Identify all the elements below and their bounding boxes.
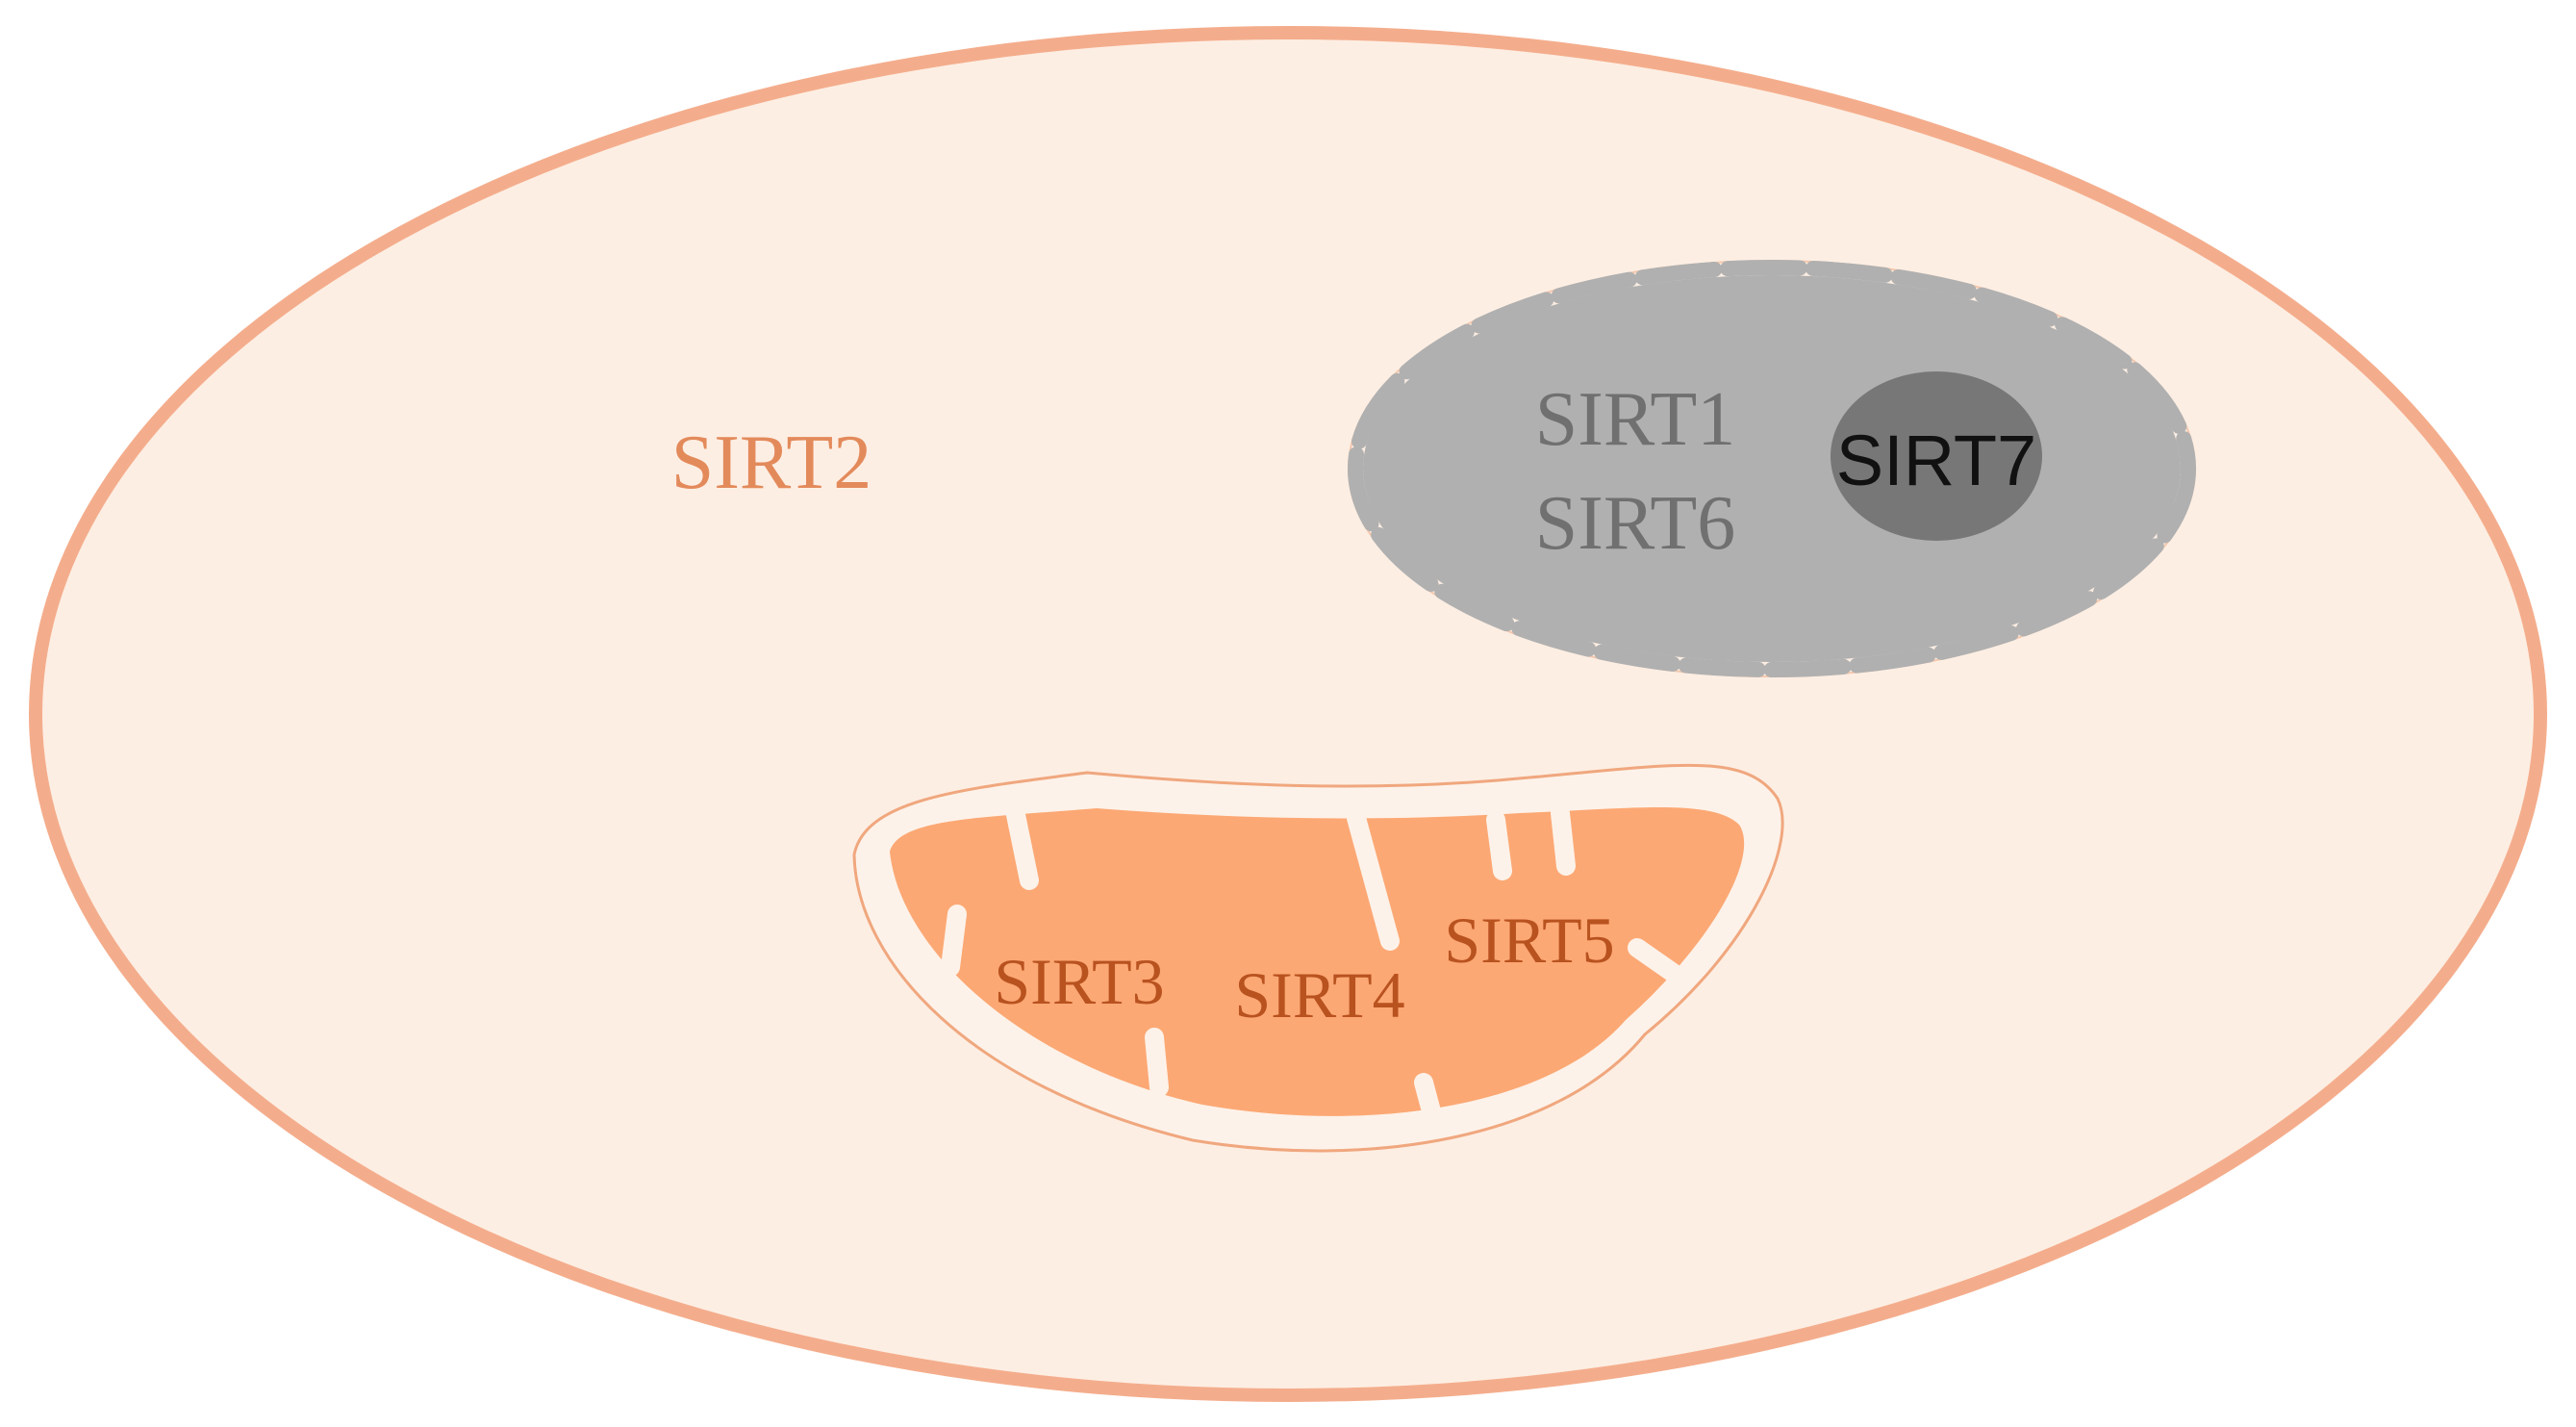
mitochondrion-label-sirt4: SIRT4 [1234, 958, 1404, 1032]
crista [941, 905, 967, 977]
crista [1486, 810, 1512, 880]
mitochondrion-label-sirt3: SIRT3 [994, 945, 1164, 1018]
nucleolus-label-sirt7: SIRT7 [1836, 420, 2036, 500]
crista [1628, 938, 1688, 986]
nucleus-label-sirt6: SIRT6 [1535, 481, 1736, 566]
crista [1414, 1073, 1445, 1135]
mitochondrion-matrix [890, 806, 1745, 1116]
nucleoplasm [1363, 275, 2181, 662]
cell-membrane [29, 26, 2547, 1402]
crista [1347, 808, 1400, 951]
cytoplasm-label-sirt2: SIRT2 [671, 420, 872, 505]
mitochondrion-label-sirt5: SIRT5 [1444, 904, 1614, 977]
crista [1145, 1028, 1169, 1097]
nucleolus-body [1831, 371, 2042, 541]
nucleus: SIRT1 SIRT6 [1348, 260, 2196, 677]
nuclear-envelope-membrane [1348, 260, 2196, 677]
crista [1005, 801, 1039, 890]
mitochondrial-cristae [941, 801, 1688, 1135]
nucleolus: SIRT7 [1831, 371, 2042, 541]
nucleus-label-sirt1: SIRT1 [1535, 377, 1736, 462]
mitochondrion: SIRT3 SIRT4 SIRT5 [852, 763, 1784, 1153]
crista [1551, 803, 1576, 876]
